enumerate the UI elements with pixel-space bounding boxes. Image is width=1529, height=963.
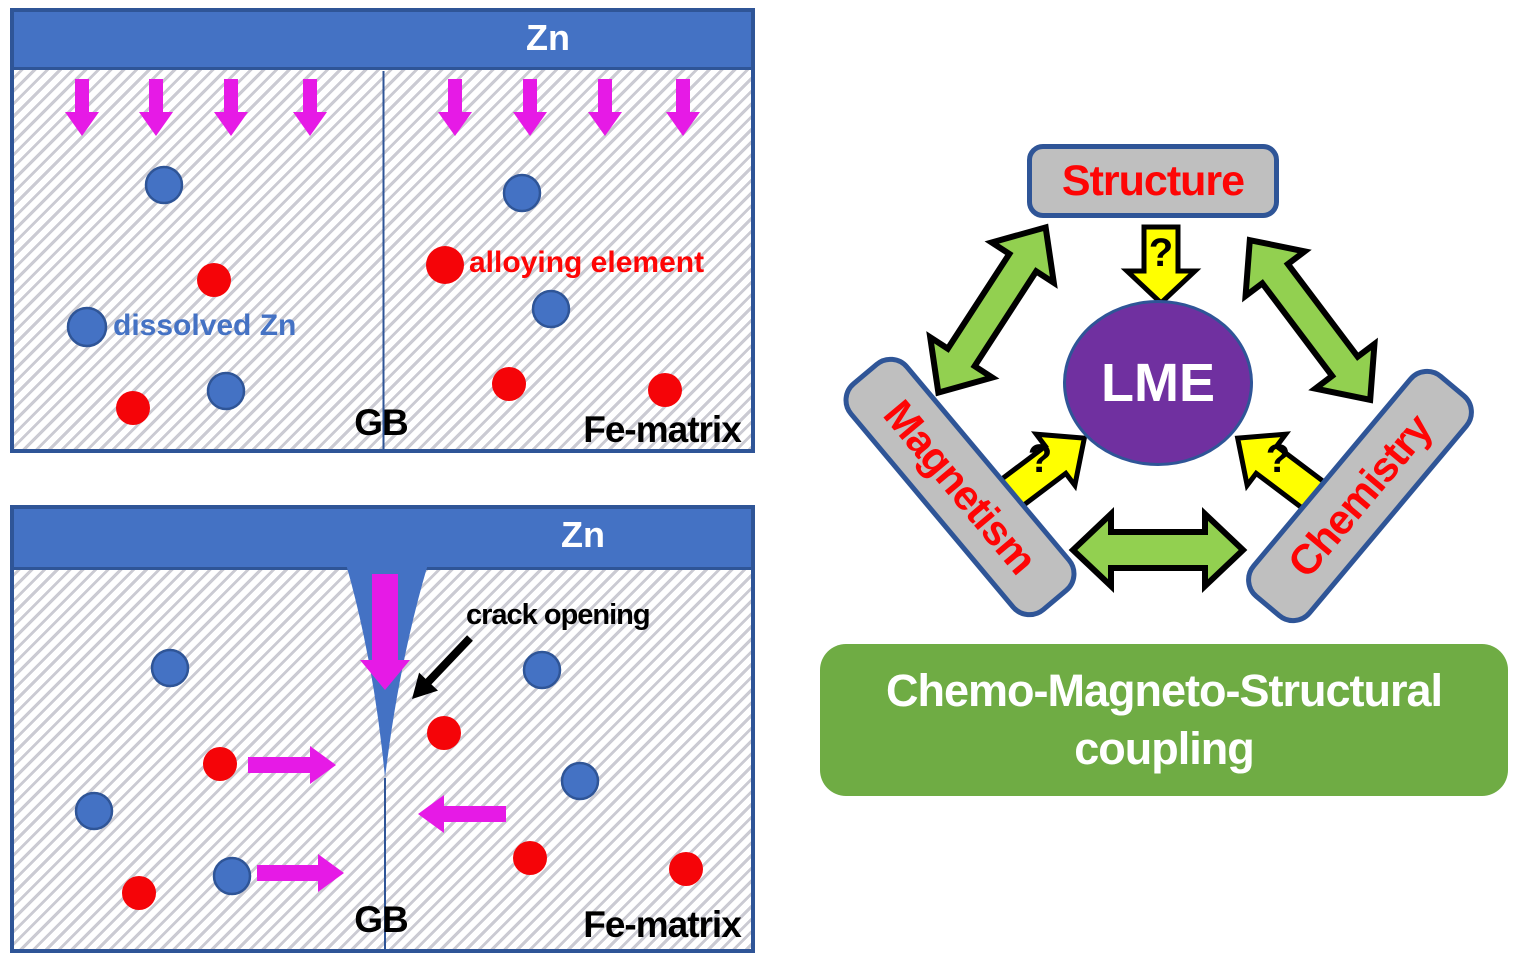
fe-matrix-label-top: Fe-matrix: [583, 409, 742, 450]
chemistry-node: Chemistry: [1236, 359, 1484, 633]
question-mark-chemistry: ?: [1265, 437, 1291, 481]
question-mark-structure: ?: [1148, 231, 1174, 275]
chemistry-node-label: Chemistry: [1278, 405, 1441, 587]
question-mark-magnetism: ?: [1027, 437, 1053, 481]
zn-layer-label-top: Zn: [526, 17, 570, 58]
coupling-caption-box: Chemo-Magneto-Structural coupling: [820, 644, 1508, 796]
alloying-element-label: alloying element: [469, 246, 705, 279]
structure-node-label: Structure: [1061, 156, 1245, 205]
crack-opening-label: crack opening: [466, 599, 651, 631]
dissolved-zn-label: dissolved Zn: [113, 309, 297, 342]
coupling-caption-line1: Chemo-Magneto-Structural: [885, 664, 1443, 716]
zn-layer-bar-top: [14, 12, 751, 70]
coupling-double-arrow: [926, 223, 1058, 397]
magnetism-node-label: Magnetism: [874, 390, 1046, 583]
zn-crack-panel: [10, 505, 755, 953]
magnetism-node: Magnetism: [833, 347, 1087, 627]
zn-layer-bar-bottom: [14, 509, 751, 570]
grain-boundary-label-bottom: GB: [354, 899, 408, 940]
zn-dissolution-panel: [10, 8, 755, 453]
structure-node: Structure: [1027, 144, 1279, 218]
fe-matrix-label-bottom: Fe-matrix: [583, 904, 742, 945]
coupling-double-arrow: [1068, 507, 1248, 593]
zn-layer-label-bottom: Zn: [561, 514, 605, 555]
grain-boundary-label-top: GB: [354, 402, 408, 443]
lme-label: LME: [1101, 353, 1215, 413]
coupling-caption-line2: coupling: [1074, 723, 1254, 774]
lme-center-ellipse: LME: [1063, 300, 1253, 466]
